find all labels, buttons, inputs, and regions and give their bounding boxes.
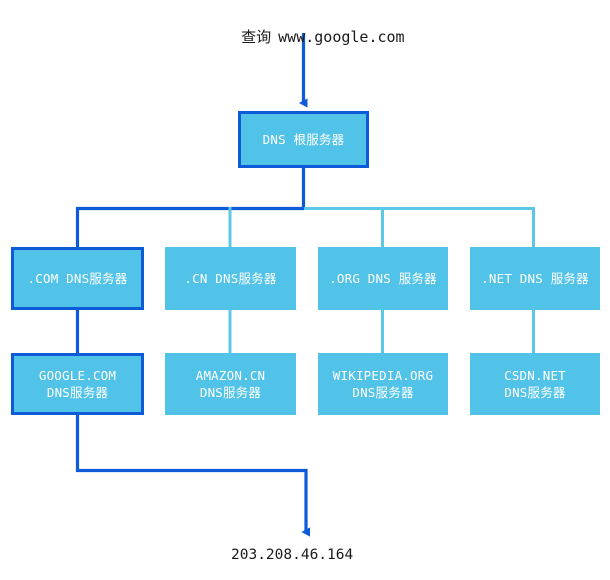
- resolved-ip-caption: 203.208.46.164: [231, 547, 354, 563]
- node-authoritative-google-com[interactable]: GOOGLE.COM DNS服务器: [11, 353, 144, 415]
- node-authoritative-amazon-cn[interactable]: AMAZON.CN DNS服务器: [165, 353, 296, 415]
- node-authoritative-csdn-net[interactable]: CSDN.NET DNS服务器: [470, 353, 600, 415]
- node-dns-root-server[interactable]: DNS 根服务器: [238, 111, 369, 168]
- node-tld-com[interactable]: .COM DNS服务器: [11, 247, 144, 310]
- query-caption: 查询 www.google.com: [205, 8, 405, 65]
- node-tld-cn[interactable]: .CN DNS服务器: [165, 247, 296, 310]
- node-authoritative-wikipedia-org[interactable]: WIKIPEDIA.ORG DNS服务器: [318, 353, 448, 415]
- node-tld-org[interactable]: .ORG DNS 服务器: [318, 247, 448, 310]
- query-caption-domain: www.google.com: [278, 28, 405, 46]
- query-caption-cjk: 查询: [241, 28, 272, 46]
- answer-path: [75, 414, 310, 537]
- node-tld-net[interactable]: .NET DNS 服务器: [470, 247, 600, 310]
